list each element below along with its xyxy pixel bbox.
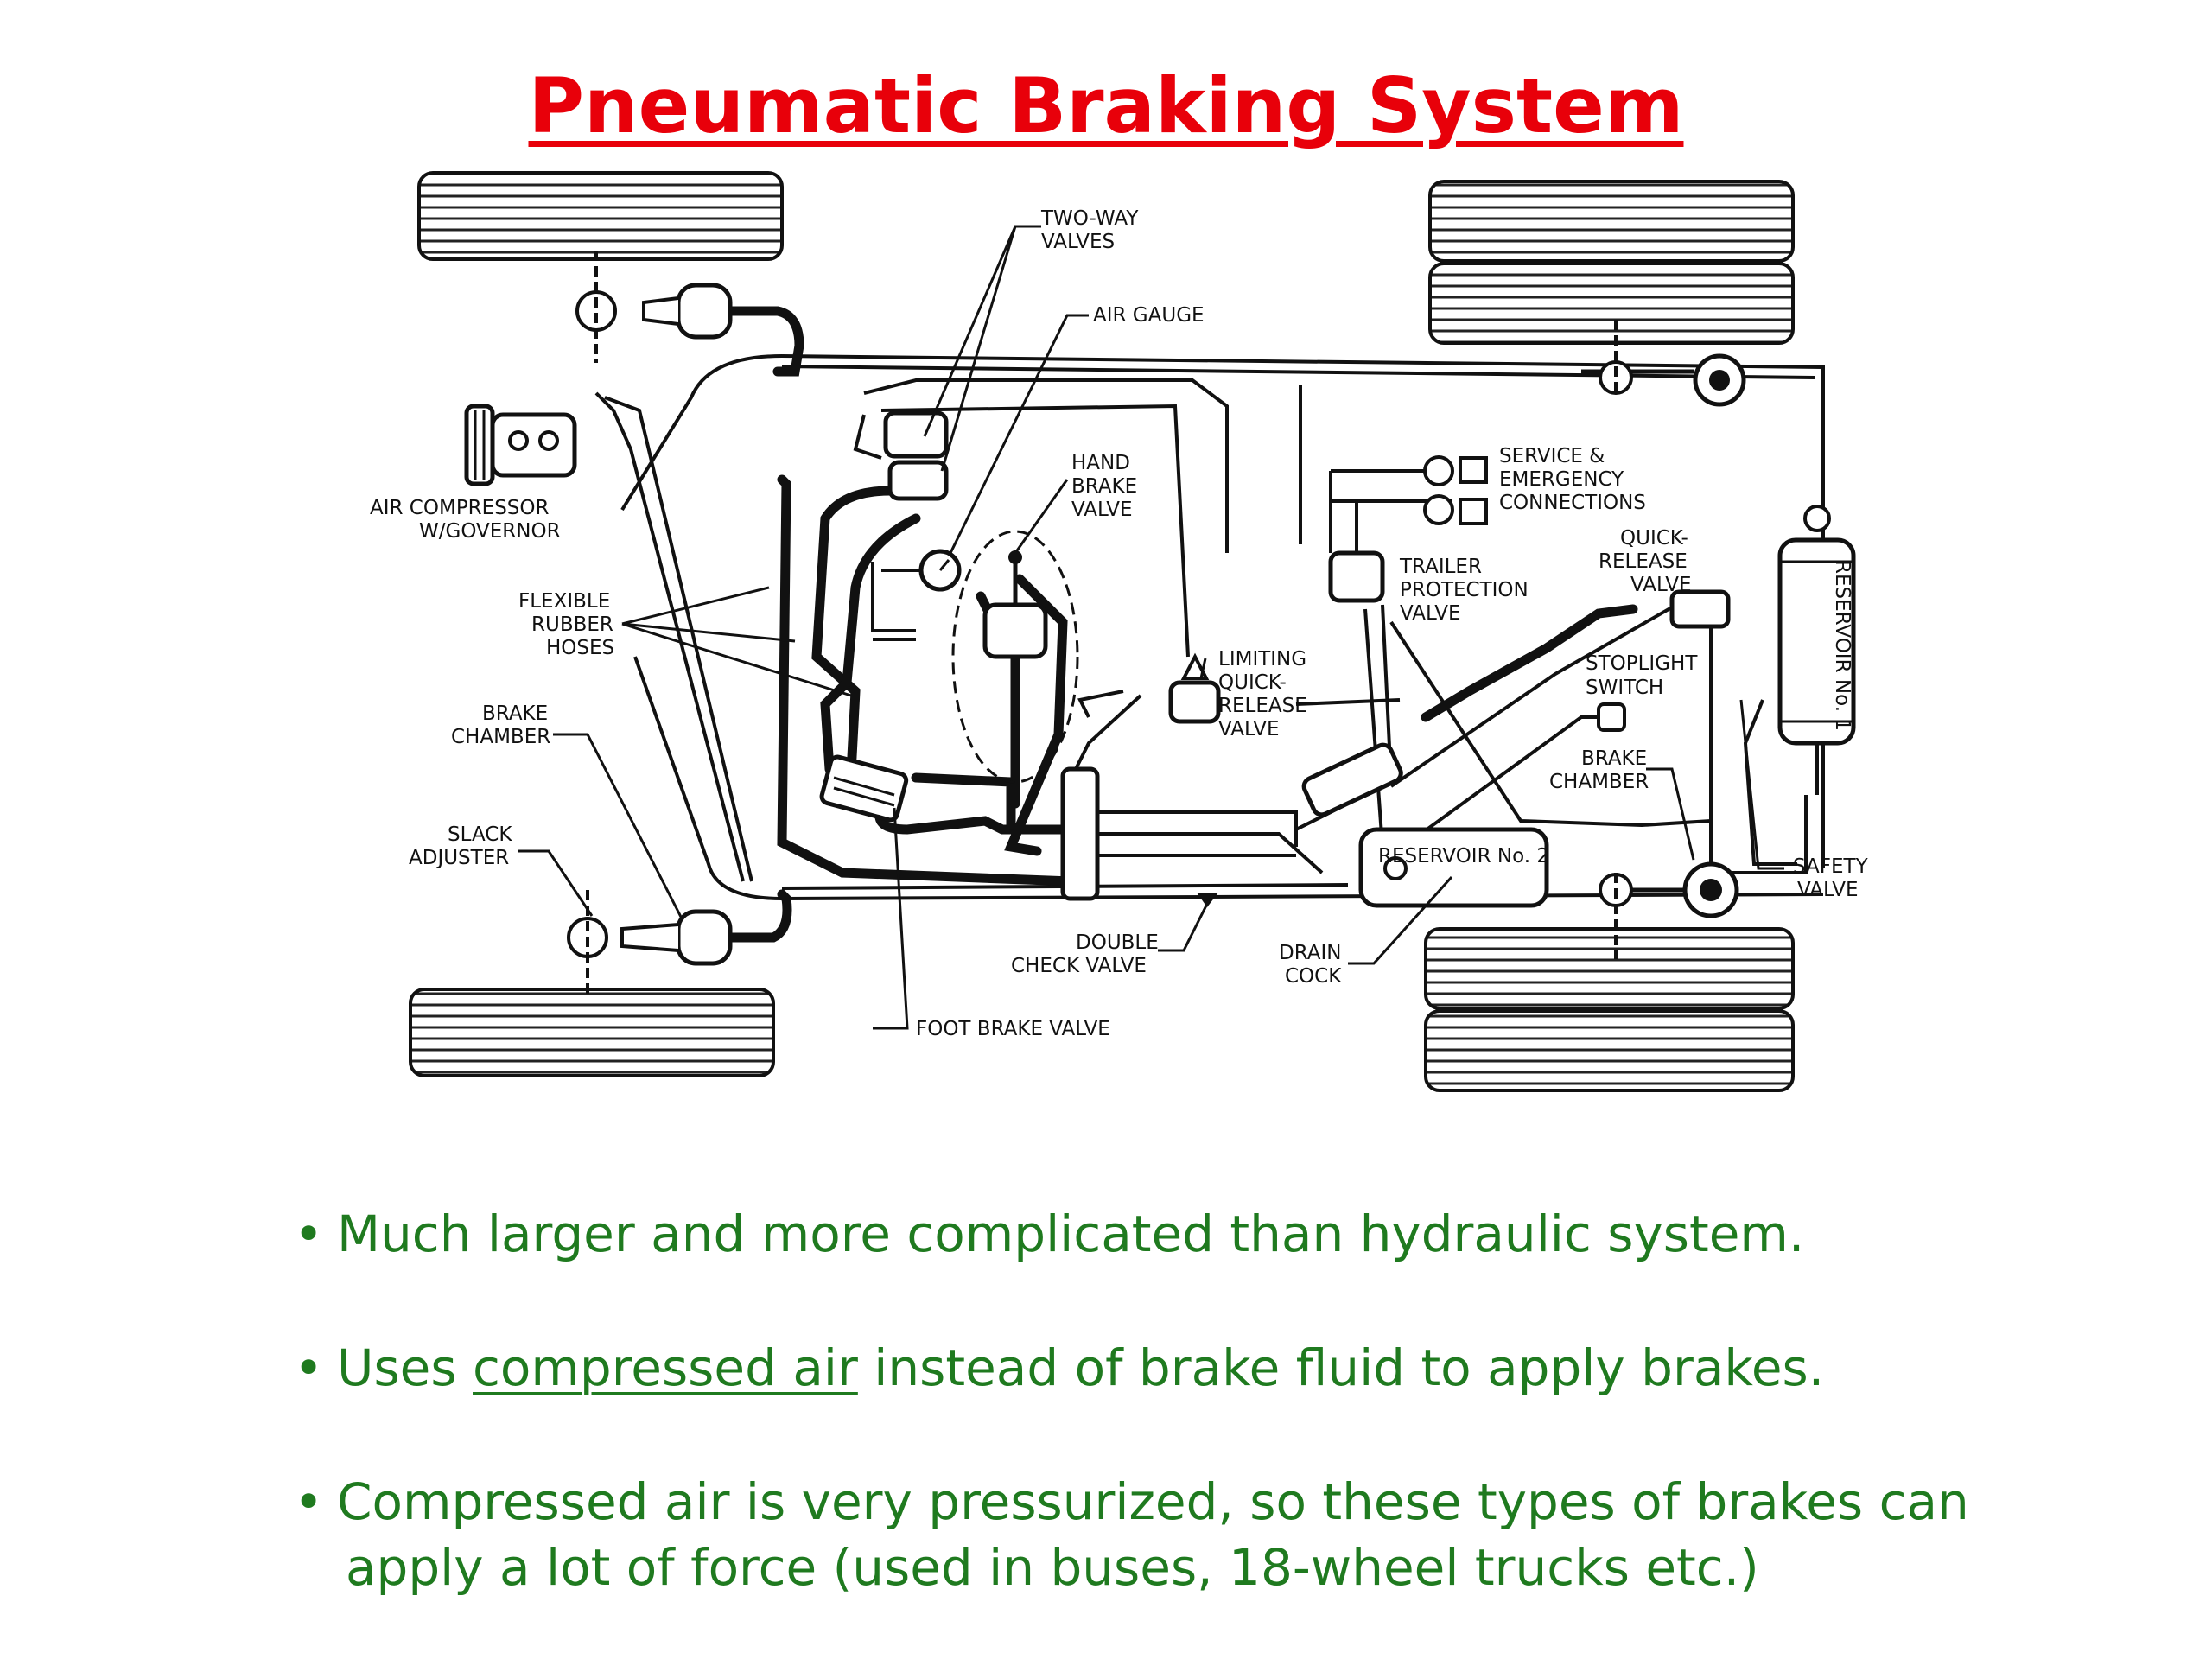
- foot-brake-valve: [819, 754, 909, 823]
- label-trailer-protection: PROTECTION: [1400, 579, 1529, 601]
- brake-chamber-rear-right: [1599, 861, 1739, 959]
- label-service-emergency: SERVICE &: [1499, 445, 1605, 467]
- bullet-text-pre: Uses: [337, 1338, 474, 1397]
- label-air-compressor: W/GOVERNOR: [419, 520, 561, 543]
- label-drain-cock: COCK: [1285, 965, 1342, 988]
- label-hand-brake-valve: BRAKE: [1071, 475, 1137, 498]
- label-flexible-hoses: HOSES: [546, 637, 614, 659]
- leader-lines: [518, 225, 1784, 1030]
- relay-manifold: [1060, 742, 1403, 901]
- label-brake-chamber-left: CHAMBER: [451, 726, 550, 748]
- compressed-air-link[interactable]: compressed air: [473, 1338, 858, 1397]
- service-emergency-connections: [1423, 455, 1488, 525]
- bullet-dot: •: [294, 1205, 324, 1263]
- bullet-text: Much larger and more complicated than hy…: [337, 1205, 1805, 1263]
- label-hand-brake-valve: VALVE: [1071, 499, 1133, 521]
- label-two-way-valves: VALVES: [1041, 231, 1115, 253]
- air-gauge: [918, 549, 962, 592]
- stoplight-switch: [1597, 702, 1626, 732]
- label-flexible-hoses: FLEXIBLE: [518, 590, 610, 613]
- label-safety-valve: VALVE: [1797, 879, 1859, 901]
- bullet-text-line1: Compressed air is very pressurized, so t…: [337, 1472, 1969, 1531]
- quick-release-valve: [1669, 589, 1731, 629]
- label-flexible-hoses: RUBBER: [531, 613, 613, 636]
- label-reservoir-1: RESERVOIR No. 1: [1831, 560, 1853, 731]
- bullet-dot: •: [294, 1472, 324, 1531]
- label-double-check-valve: DOUBLE: [1076, 931, 1159, 954]
- reservoir-1: [1777, 505, 1856, 795]
- label-brake-chamber-right: CHAMBER: [1549, 771, 1649, 793]
- bullet-text-post: instead of brake fluid to apply brakes.: [857, 1338, 1825, 1397]
- brake-chamber-front-right: [1581, 320, 1746, 407]
- label-stoplight-switch: SWITCH: [1586, 677, 1663, 699]
- label-limiting-quick-release: RELEASE: [1218, 695, 1307, 717]
- hand-brake-valve: [951, 530, 1079, 784]
- label-slack-adjuster: SLACK: [448, 823, 512, 846]
- label-trailer-protection: VALVE: [1400, 602, 1461, 625]
- label-limiting-quick-release: QUICK-: [1218, 671, 1287, 694]
- bullet-text-line2: apply a lot of force (used in buses, 18-…: [346, 1538, 1759, 1597]
- bullet-dot: •: [294, 1338, 324, 1397]
- label-air-gauge: AIR GAUGE: [1093, 304, 1205, 327]
- bullet-text: Compressed air is very pressurized, so t…: [337, 1469, 2022, 1600]
- slide-title: Pneumatic Braking System: [528, 61, 1684, 150]
- label-trailer-protection: TRAILER: [1399, 556, 1482, 578]
- label-service-emergency: EMERGENCY: [1499, 468, 1624, 491]
- label-limiting-quick-release: LIMITING: [1218, 648, 1306, 671]
- label-quick-release: VALVE: [1630, 574, 1692, 596]
- air-compressor: [464, 404, 577, 486]
- brake-chamber-rear-left: [567, 890, 733, 994]
- label-stoplight-switch: STOPLIGHT: [1586, 652, 1698, 675]
- label-quick-release: QUICK-: [1620, 527, 1688, 550]
- label-drain-cock: DRAIN: [1279, 942, 1341, 964]
- air-lines: [594, 354, 1825, 900]
- label-double-check-valve: CHECK VALVE: [1011, 955, 1147, 977]
- tire-front-left: [417, 171, 784, 261]
- two-way-valves: [883, 410, 949, 501]
- double-check-valve: [1197, 893, 1218, 907]
- label-hand-brake-valve: HAND: [1071, 452, 1130, 474]
- tire-front-right-dual: [1428, 180, 1795, 345]
- tire-rear-left: [409, 988, 775, 1077]
- label-brake-chamber-left: BRAKE: [482, 702, 548, 725]
- label-foot-brake-valve: FOOT BRAKE VALVE: [916, 1018, 1110, 1040]
- tire-rear-right-dual: [1424, 927, 1795, 1092]
- label-air-compressor: AIR COMPRESSOR: [370, 497, 550, 519]
- trailer-protection-valve: [1328, 550, 1385, 603]
- label-brake-chamber-right: BRAKE: [1581, 747, 1647, 770]
- brake-chamber-front-left: [575, 251, 733, 363]
- label-safety-valve: SAFETY: [1793, 855, 1869, 878]
- label-limiting-quick-release: VALVE: [1218, 718, 1280, 741]
- label-slack-adjuster: ADJUSTER: [409, 847, 509, 869]
- limiting-quick-release-valve: [1168, 652, 1221, 724]
- bullet-text: Uses compressed air instead of brake flu…: [337, 1335, 2022, 1401]
- label-quick-release: RELEASE: [1599, 550, 1688, 573]
- reservoir-2: [1358, 827, 1549, 908]
- diagram-labels: TWO-WAY VALVES AIR GAUGE HAND BRAKE VALV…: [370, 207, 1869, 1040]
- label-two-way-valves: TWO-WAY: [1040, 207, 1139, 230]
- label-service-emergency: CONNECTIONS: [1499, 492, 1646, 514]
- label-reservoir-2: RESERVOIR No. 2: [1378, 845, 1549, 868]
